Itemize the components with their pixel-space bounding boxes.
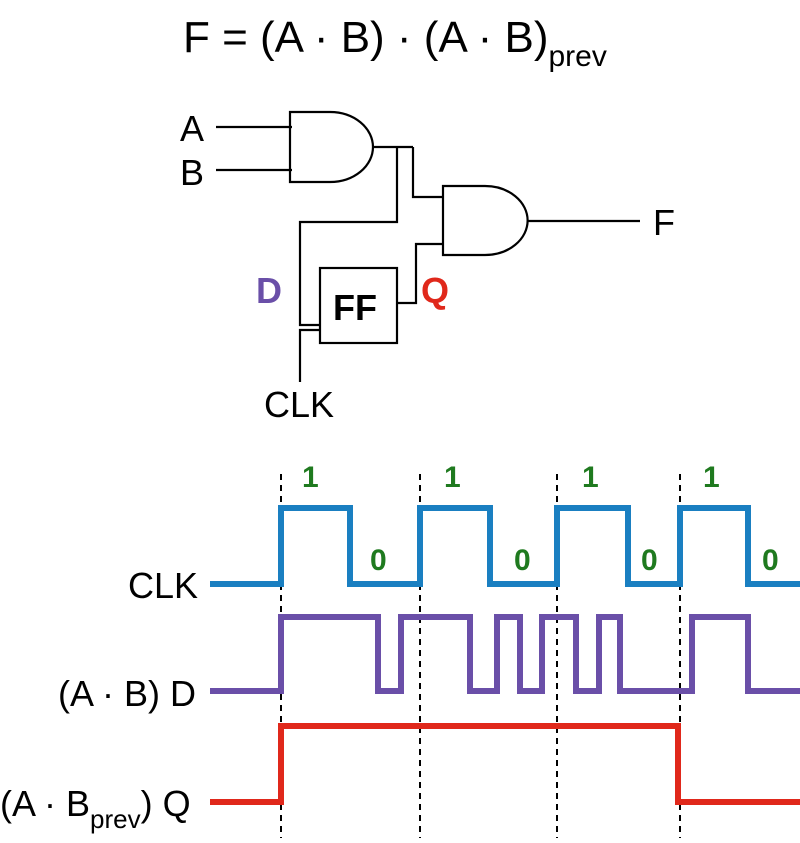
d-waveform	[210, 614, 800, 694]
and-gate-1	[288, 110, 375, 184]
equation-main: F = (A · B) · (A · B)	[183, 13, 548, 62]
label-flipflop: FF	[333, 287, 377, 328]
clk-level-low: 0	[514, 544, 531, 577]
clk-level-high: 1	[703, 461, 720, 494]
label-input-a: A	[180, 108, 204, 149]
wire-gate1-to-gate2	[411, 147, 444, 199]
circuit: A B F FF D Q CLK	[180, 108, 675, 425]
and-gate-2	[441, 184, 529, 257]
clk-level-low: 0	[370, 544, 387, 577]
label-d: D	[256, 270, 282, 311]
clk-level-high: 1	[582, 461, 599, 494]
label-q: Q	[421, 270, 449, 311]
clk-level-low: 0	[762, 544, 779, 577]
signal-label-q-sub: prev	[90, 804, 141, 834]
flipflop-box	[318, 266, 399, 345]
signal-label-q: (A · Bprev) Q	[0, 783, 191, 834]
clk-level-high: 1	[444, 461, 461, 494]
wire-clk	[298, 328, 320, 382]
clk-level-low: 0	[641, 544, 658, 577]
signal-label-q-prefix: (A · B	[0, 783, 90, 824]
timing-diagram: 1 0 1 0 1 0 1 0 CLK (A · B) D (A · Bprev…	[0, 461, 800, 838]
signal-label-clk: CLK	[128, 565, 198, 606]
wire-gate1-to-d	[298, 147, 399, 327]
q-waveform	[210, 723, 800, 805]
clk-level-high: 1	[302, 461, 319, 494]
wire-q-to-gate2	[397, 242, 444, 305]
signal-label-q-suffix: ) Q	[141, 783, 191, 824]
clk-waveform	[210, 505, 800, 587]
label-input-b: B	[180, 152, 204, 193]
label-clk-input: CLK	[264, 384, 334, 425]
label-output-f: F	[653, 202, 675, 243]
equation-subscript: prev	[548, 40, 606, 73]
signal-label-d: (A · B) D	[58, 673, 196, 714]
equation-title: F = (A · B) · (A · B)prev	[183, 13, 607, 73]
